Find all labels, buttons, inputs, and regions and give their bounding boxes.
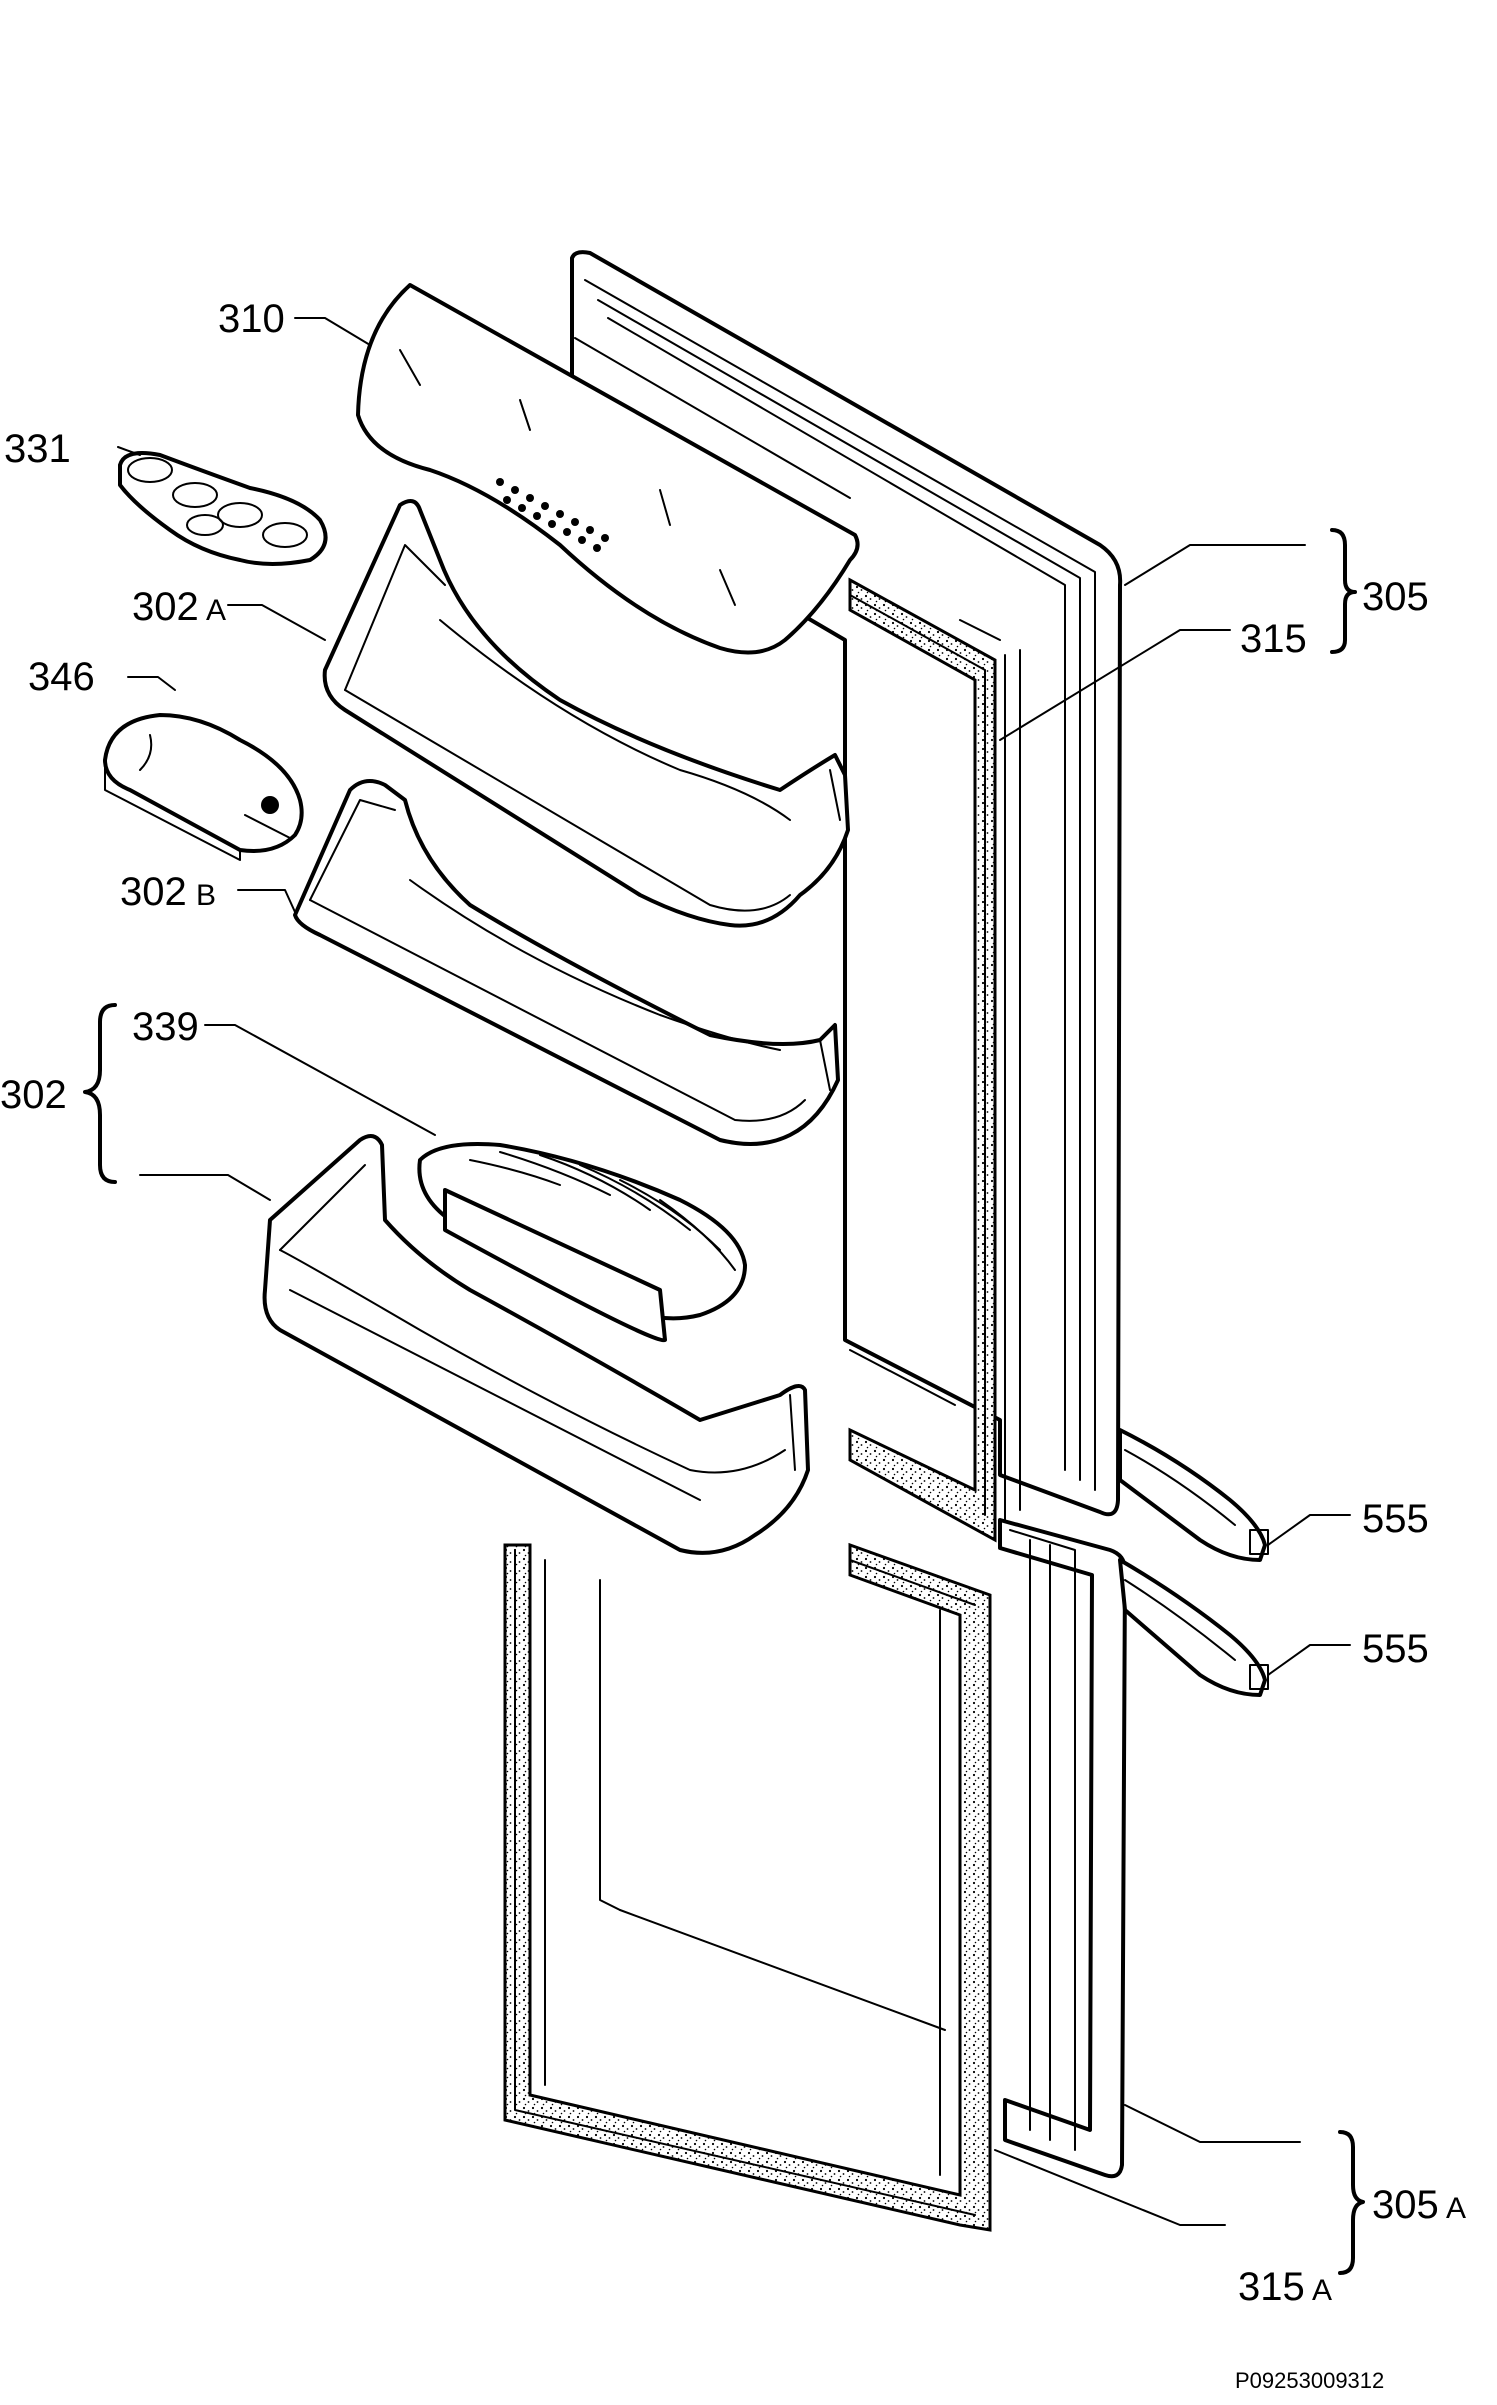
lower-door xyxy=(998,1518,1127,2179)
part-555-lower-hinge-cover xyxy=(1118,1558,1269,1697)
part-302-bottle-shelf xyxy=(262,1134,810,1555)
flap-vent-holes xyxy=(496,478,609,552)
label-315A: 315 xyxy=(1238,2265,1305,2309)
leader-lines xyxy=(117,317,1351,2226)
drawing-code: P09253009312 xyxy=(1235,2368,1384,2393)
brace-302 xyxy=(83,1003,117,1184)
part-346-butter-dish xyxy=(103,713,304,861)
label-302A-suffix: A xyxy=(206,594,226,627)
label-315A-suffix: A xyxy=(1312,2274,1332,2307)
brace-305A xyxy=(1338,2130,1365,2275)
label-305A-suffix: A xyxy=(1446,2192,1466,2225)
brace-305 xyxy=(1330,528,1357,654)
label-302B-suffix: B xyxy=(196,879,216,912)
braces xyxy=(83,528,1365,2275)
part-302A-shelf xyxy=(322,499,850,928)
lower-door-gasket xyxy=(503,1542,992,2232)
label-331: 331 xyxy=(4,427,71,471)
part-339-bottle-retainer xyxy=(417,1142,747,1343)
label-315: 315 xyxy=(1240,617,1307,661)
part-331-egg-tray xyxy=(118,451,328,566)
label-310: 310 xyxy=(218,297,285,341)
label-339: 339 xyxy=(132,1005,199,1049)
part-310-dairy-flap xyxy=(356,283,860,655)
label-302B: 302 xyxy=(120,870,187,914)
label-555-upper: 555 xyxy=(1362,1497,1429,1541)
part-555-upper-hinge-cover xyxy=(1118,1428,1269,1562)
label-346: 346 xyxy=(28,655,95,699)
part-302B-shelf xyxy=(293,779,840,1146)
label-555-lower: 555 xyxy=(1362,1627,1429,1671)
label-305: 305 xyxy=(1362,575,1429,619)
label-302A: 302 xyxy=(132,585,199,629)
label-302: 302 xyxy=(0,1073,67,1117)
upper-door-gasket xyxy=(848,577,1021,1543)
label-305A: 305 xyxy=(1372,2183,1439,2227)
